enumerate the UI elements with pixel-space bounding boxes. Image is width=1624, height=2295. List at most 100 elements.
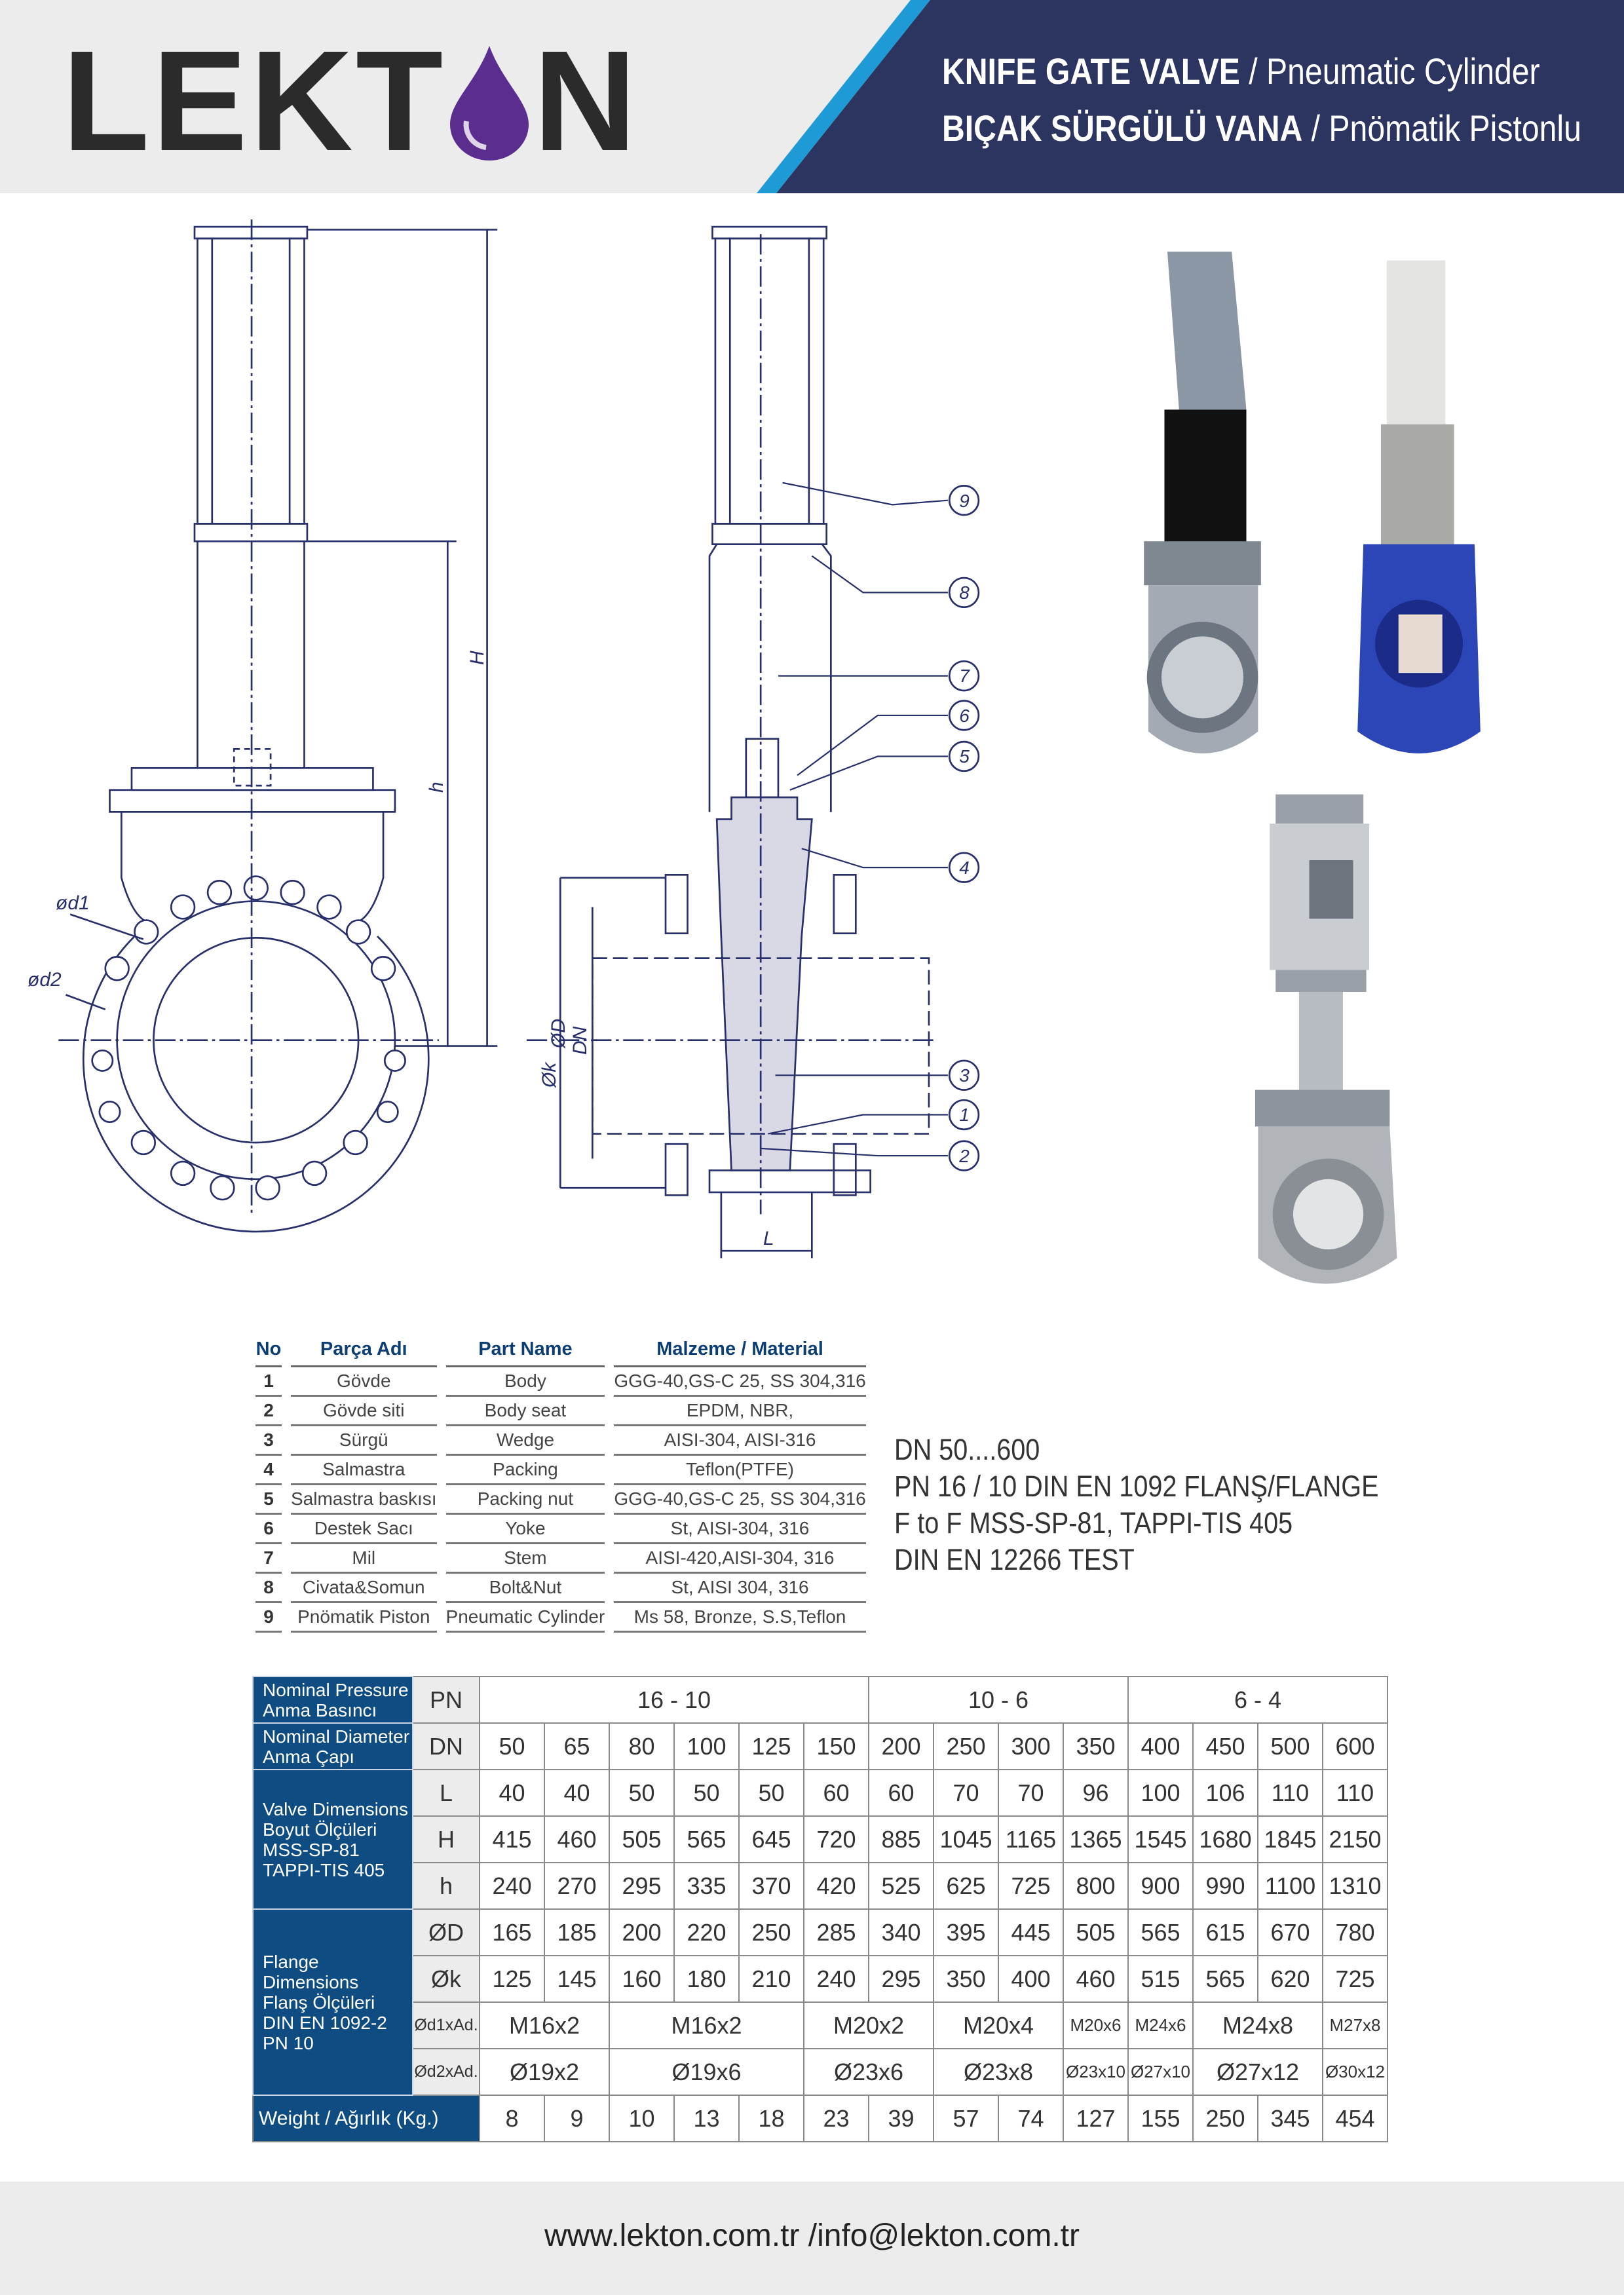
- table-cell: 350: [1063, 1722, 1129, 1770]
- table-cell: 70: [933, 1769, 999, 1817]
- part-material: Teflon(PTFE): [614, 1456, 866, 1485]
- part-name-tr: Sürgü: [291, 1426, 437, 1456]
- part-name-en: Packing nut: [445, 1485, 605, 1515]
- table-cell: M20x6: [1063, 2001, 1129, 2049]
- table-cell: 990: [1192, 1862, 1258, 1910]
- label-L: L: [763, 1228, 774, 1249]
- table-cell: 1680: [1192, 1815, 1258, 1863]
- callout-7: 7: [959, 666, 970, 686]
- table-cell: 460: [544, 1815, 610, 1863]
- table-cell: 420: [803, 1862, 869, 1910]
- table-cell: 250: [933, 1722, 999, 1770]
- table-cell: 370: [738, 1862, 804, 1910]
- callout-circles: [948, 485, 980, 1171]
- weight-cell: 39: [868, 2095, 934, 2142]
- group-label-line: Nominal Diameter: [263, 1726, 410, 1747]
- part-name-tr: Gövde: [291, 1367, 437, 1397]
- row-key: Ød1xAd.: [412, 2001, 480, 2049]
- header-part-name-tr: Parça Adı: [291, 1337, 437, 1367]
- row-key: DN: [412, 1722, 480, 1770]
- title-en-bold: KNIFE GATE VALVE: [942, 50, 1240, 92]
- table-cell: 60: [803, 1769, 869, 1817]
- table-cell: 165: [479, 1908, 545, 1956]
- table-cell: 645: [738, 1815, 804, 1863]
- lekton-logo[interactable]: LEKT N: [62, 26, 639, 177]
- table-cell: 1310: [1322, 1862, 1388, 1910]
- weight-cell: 23: [803, 2095, 869, 2142]
- group-label-line: Valve Dimensions: [263, 1798, 409, 1819]
- table-cell: 200: [609, 1908, 675, 1956]
- table-cell: 620: [1257, 1955, 1323, 2003]
- part-material: EPDM, NBR,: [614, 1397, 866, 1426]
- table-cell: 50: [479, 1722, 545, 1770]
- part-name-tr: Mil: [291, 1544, 437, 1574]
- callout-9: 9: [959, 491, 970, 511]
- footer-contact-link[interactable]: www.lekton.com.tr /info@lekton.com.tr: [544, 2218, 1080, 2253]
- droplet-icon: [450, 46, 529, 161]
- table-cell: 400: [1127, 1722, 1194, 1770]
- part-number: 8: [255, 1574, 282, 1603]
- callout-1: 1: [959, 1105, 970, 1125]
- table-cell: 720: [803, 1815, 869, 1863]
- table-cell: 505: [1063, 1908, 1129, 1956]
- header-banner-shape: [757, 0, 1624, 193]
- group-label-line: Boyut Ölçüleri: [263, 1819, 377, 1840]
- header-stripe: [757, 0, 930, 193]
- label-h: h: [426, 782, 447, 793]
- valve-photo-pneumatic: [1255, 794, 1397, 1284]
- table-cell: Ø23x6: [803, 2048, 934, 2096]
- table-cell: Ø23x8: [933, 2048, 1064, 2096]
- table-cell: 885: [868, 1815, 934, 1863]
- table-cell: Ø23x10: [1063, 2048, 1129, 2096]
- callout-5: 5: [959, 746, 970, 767]
- table-cell: M20x2: [803, 2001, 934, 2049]
- table-cell: 125: [738, 1722, 804, 1770]
- weight-cell: 155: [1127, 2095, 1194, 2142]
- table-cell: 60: [868, 1769, 934, 1817]
- table-cell: 1365: [1063, 1815, 1129, 1863]
- table-cell: 106: [1192, 1769, 1258, 1817]
- label-H: H: [466, 651, 488, 665]
- table-cell: 150: [803, 1722, 869, 1770]
- table-cell: 220: [673, 1908, 740, 1956]
- header-navy-panel: [776, 0, 1624, 193]
- group-label-line: Flanş Ölçüleri: [263, 1992, 375, 2013]
- group-label-line: MSS-SP-81: [263, 1839, 360, 1860]
- side-section-drawing: [526, 225, 980, 1259]
- part-name-en: Wedge: [445, 1426, 605, 1456]
- logo-text-left: LEKT: [62, 22, 446, 181]
- table-cell: 1045: [933, 1815, 999, 1863]
- part-material: GGG-40,GS-C 25, SS 304,316: [614, 1485, 866, 1515]
- part-number: 3: [255, 1426, 282, 1456]
- table-cell: 295: [609, 1862, 675, 1910]
- table-cell: 780: [1322, 1908, 1388, 1956]
- table-cell: 395: [933, 1908, 999, 1956]
- label-OD: ØD: [548, 1019, 569, 1049]
- table-cell: 40: [479, 1769, 545, 1817]
- table-cell: Ø27x10: [1127, 2048, 1194, 2096]
- part-number: 1: [255, 1367, 282, 1397]
- weight-cell: 250: [1192, 2095, 1258, 2142]
- table-cell: M20x4: [933, 2001, 1064, 2049]
- part-material: St, AISI 304, 316: [614, 1574, 866, 1603]
- header-material: Malzeme / Material: [614, 1337, 866, 1367]
- table-cell: 80: [609, 1722, 675, 1770]
- technical-drawings: ød1 ød2 H h ØD Øk DN L 9 8 7 6 5 4 3 1 2: [28, 219, 1481, 1284]
- group-label-line: Anma Çapı: [263, 1746, 355, 1767]
- table-cell: 400: [998, 1955, 1064, 2003]
- table-cell: 340: [868, 1908, 934, 1956]
- callout-2: 2: [958, 1146, 970, 1166]
- table-cell: 70: [998, 1769, 1064, 1817]
- weight-label: Weight / Ağırlık (Kg.): [252, 2095, 480, 2142]
- table-cell: 295: [868, 1955, 934, 2003]
